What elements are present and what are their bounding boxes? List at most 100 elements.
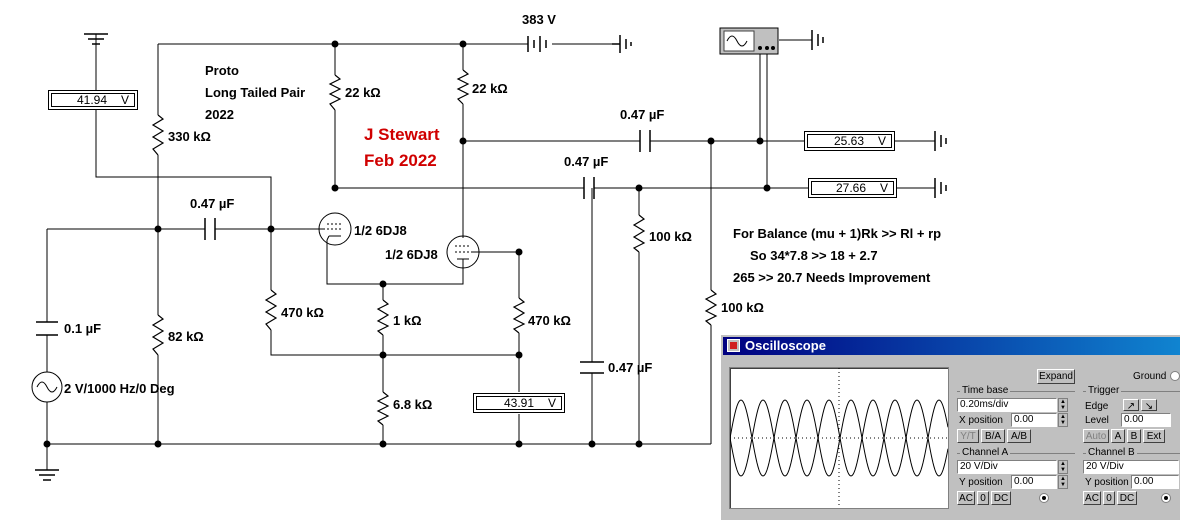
label-047-mid: 0.47 µF [564, 154, 608, 169]
voltmeter-value: 27.66 [835, 181, 866, 195]
balance-line-2: So 34*7.8 >> 18 + 2.7 [750, 248, 878, 263]
voltmeter-3[interactable]: 27.66 V [808, 178, 897, 198]
label-source: 2 V/1000 Hz/0 Deg [64, 381, 175, 396]
time-base-field[interactable]: 0.20ms/div [957, 398, 1057, 412]
voltmeter-1[interactable]: 41.94 V [48, 90, 138, 110]
voltmeter-value: 41.94 [76, 93, 107, 107]
expand-button[interactable]: Expand [1037, 369, 1075, 384]
voltmeter-4[interactable]: 43.91 V [473, 393, 565, 413]
trigger-a-button[interactable]: A [1111, 429, 1125, 443]
note-line-3: 2022 [205, 107, 234, 122]
channel-a-scale-spinner[interactable]: ▲▼ [1058, 460, 1068, 474]
ac-source [31, 371, 63, 403]
junction-dots [43, 40, 771, 448]
time-base-spinner[interactable]: ▲▼ [1058, 398, 1068, 412]
battery-supply [527, 35, 632, 53]
tube-left-symbol [318, 212, 352, 246]
edge-rising-icon[interactable]: ↗ [1123, 399, 1139, 412]
channel-a-y-position-spinner[interactable]: ▲▼ [1058, 475, 1068, 489]
supply-voltage-label: 383 V [522, 12, 556, 27]
label-047-top: 0.47 µF [620, 107, 664, 122]
resistor-100k-b [704, 289, 718, 326]
oscilloscope-screen [729, 367, 949, 509]
trace-channel-b [729, 399, 949, 477]
oscilloscope-traces [729, 368, 949, 508]
channel-b-scale-field[interactable]: 20 V/Div [1083, 460, 1179, 474]
label-047-bottom: 0.47 µF [608, 360, 652, 375]
trigger-auto-button[interactable]: Auto [1083, 429, 1109, 443]
ground-radio[interactable] [1170, 371, 1180, 381]
voltmeter-2[interactable]: 25.63 V [804, 131, 895, 151]
x-position-spinner[interactable]: ▲▼ [1058, 413, 1068, 427]
x-position-field[interactable]: 0.00 [1011, 413, 1057, 427]
level-label: Level [1085, 415, 1109, 426]
channel-b-radio[interactable] [1161, 493, 1171, 503]
capacitor-01 [36, 321, 58, 336]
oscilloscope-icon [719, 27, 779, 55]
note-line-1: Proto [205, 63, 239, 78]
channel-a-dc-button[interactable]: DC [991, 491, 1011, 505]
label-tube-right: 1/2 6DJ8 [385, 247, 438, 262]
window-app-icon[interactable] [727, 339, 740, 352]
channel-a-y-position-label: Y position [959, 477, 1003, 488]
channel-b-group: Channel B [1083, 447, 1180, 458]
voltmeter-unit: V [547, 396, 556, 410]
resistor-22k-left [328, 74, 342, 111]
resistor-470k-right [512, 297, 526, 334]
channel-a-group: Channel A [957, 447, 1075, 458]
channel-a-y-position-field[interactable]: 0.00 [1011, 475, 1057, 489]
balance-line-1: For Balance (mu + 1)Rk >> Rl + rp [733, 226, 941, 241]
voltmeter-unit: V [879, 181, 888, 195]
voltmeter-value: 43.91 [503, 396, 534, 410]
trigger-ext-button[interactable]: Ext [1143, 429, 1165, 443]
wires [46, 34, 935, 470]
channel-b-label: Channel B [1086, 447, 1137, 458]
mode-ba-button[interactable]: B/A [981, 429, 1005, 443]
trigger-label: Trigger [1086, 385, 1122, 396]
trigger-b-button[interactable]: B [1127, 429, 1141, 443]
label-6k8: 6.8 kΩ [393, 397, 432, 412]
label-22k-left: 22 kΩ [345, 85, 381, 100]
label-100k-b: 100 kΩ [721, 300, 764, 315]
mode-yt-button[interactable]: Y/T [957, 429, 979, 443]
edge-falling-icon[interactable]: ↘ [1141, 399, 1157, 412]
channel-a-zero-button[interactable]: 0 [977, 491, 989, 505]
channel-a-ac-button[interactable]: AC [957, 491, 975, 505]
capacitor-047-bottom [580, 361, 604, 374]
channel-b-y-position-field[interactable]: 0.00 [1131, 475, 1179, 489]
resistor-470k-left [264, 289, 278, 331]
label-100k-a: 100 kΩ [649, 229, 692, 244]
mode-ab-button[interactable]: A/B [1007, 429, 1031, 443]
resistor-330k [151, 114, 165, 156]
label-82k: 82 kΩ [168, 329, 204, 344]
channel-b-y-position-label: Y position [1085, 477, 1129, 488]
x-position-label: X position [959, 415, 1003, 426]
label-047-input: 0.47 µF [190, 196, 234, 211]
oscilloscope-titlebar[interactable]: Oscilloscope [723, 337, 1180, 355]
note-line-2: Long Tailed Pair [205, 85, 305, 100]
label-1k: 1 kΩ [393, 313, 422, 328]
channel-b-dc-button[interactable]: DC [1117, 491, 1137, 505]
oscilloscope-title: Oscilloscope [745, 338, 826, 353]
edge-label: Edge [1085, 401, 1109, 412]
trace-channel-a [729, 399, 949, 477]
resistor-22k-right [456, 69, 470, 105]
ground-label: Ground [1133, 371, 1167, 382]
resistor-82k [151, 314, 165, 356]
channel-b-ac-button[interactable]: AC [1083, 491, 1101, 505]
voltmeter-value: 25.63 [833, 134, 864, 148]
channel-b-zero-button[interactable]: 0 [1103, 491, 1115, 505]
capacitor-047-mid [583, 177, 595, 199]
capacitors [36, 130, 651, 374]
voltmeter-unit: V [120, 93, 129, 107]
capacitor-047-input [204, 218, 216, 240]
resistor-6k8 [376, 391, 390, 426]
label-tube-left: 1/2 6DJ8 [354, 223, 407, 238]
balance-line-3: 265 >> 20.7 Needs Improvement [733, 270, 931, 285]
channel-a-label: Channel A [960, 447, 1011, 458]
channel-a-scale-field[interactable]: 20 V/Div [957, 460, 1057, 474]
level-field[interactable]: 0.00 [1121, 413, 1171, 427]
time-base-label: Time base [960, 385, 1011, 396]
channel-a-radio[interactable] [1039, 493, 1049, 503]
